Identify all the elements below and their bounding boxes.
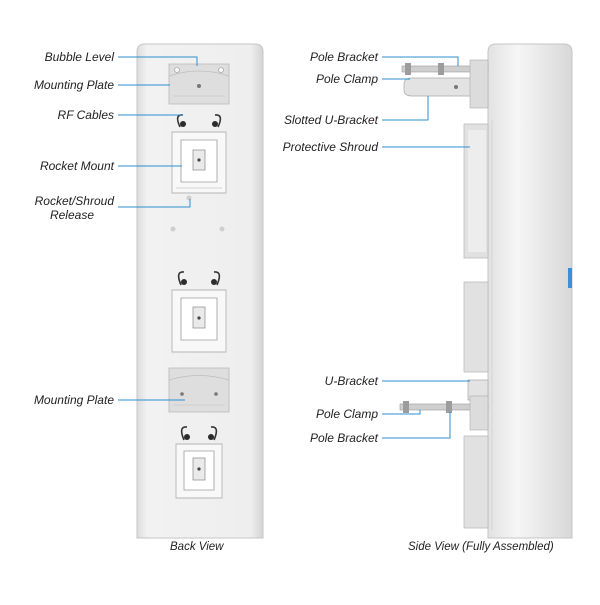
- rocket-mount-bottom-shape: [175, 426, 223, 499]
- release-pin-icon: [186, 195, 192, 201]
- leader-bubble-level: [118, 56, 198, 66]
- bottom-bracket-assembly: [399, 379, 489, 431]
- protective-shroud-lower: [463, 435, 489, 529]
- protective-shroud-upper: [463, 123, 489, 259]
- label-rocket-shroud-release-line1: Rocket/Shroud: [34, 194, 114, 208]
- caption-side-view: Side View (Fully Assembled): [408, 541, 554, 553]
- protective-shroud-middle: [463, 281, 489, 373]
- rocket-mount-top-shape: [171, 114, 227, 194]
- mounting-plate-bottom-shape: [168, 367, 230, 413]
- leader-pole-bracket-top: [382, 56, 459, 66]
- leader-rocket-shroud-release: [118, 199, 191, 208]
- side-panel: [487, 43, 573, 539]
- side-view: [399, 43, 573, 539]
- label-mounting-plate-top: Mounting Plate: [33, 78, 114, 92]
- leader-pole-bracket-bottom: [382, 412, 451, 439]
- label-pole-clamp-bottom: Pole Clamp: [315, 407, 378, 421]
- label-u-bracket: U-Bracket: [324, 374, 378, 388]
- label-mounting-plate-bottom: Mounting Plate: [33, 393, 114, 407]
- rocket-mount-middle-shape: [171, 271, 227, 353]
- mounting-plate-top-shape: [168, 63, 230, 105]
- panel-screw-icon: [219, 226, 225, 232]
- label-pole-clamp-top: Pole Clamp: [315, 72, 378, 86]
- label-rocket-shroud-release-line2: Release: [49, 208, 94, 222]
- panel-screw-icon: [170, 226, 176, 232]
- label-rf-cables: RF Cables: [57, 108, 114, 122]
- label-bubble-level: Bubble Level: [44, 50, 114, 64]
- label-pole-bracket-top: Pole Bracket: [309, 50, 378, 64]
- label-protective-shroud: Protective Shroud: [282, 140, 378, 154]
- label-rocket-mount: Rocket Mount: [39, 159, 114, 173]
- status-led-icon: [568, 268, 572, 288]
- label-slotted-u-bracket: Slotted U-Bracket: [283, 113, 378, 127]
- top-bracket-assembly: [401, 59, 489, 109]
- leader-pole-clamp-bottom: [382, 410, 421, 415]
- label-pole-bracket-bottom: Pole Bracket: [309, 431, 378, 445]
- leader-slotted-u-bracket: [382, 96, 429, 121]
- leader-lines: [118, 56, 470, 439]
- back-view: [136, 43, 264, 539]
- caption-back-view: Back View: [170, 541, 224, 553]
